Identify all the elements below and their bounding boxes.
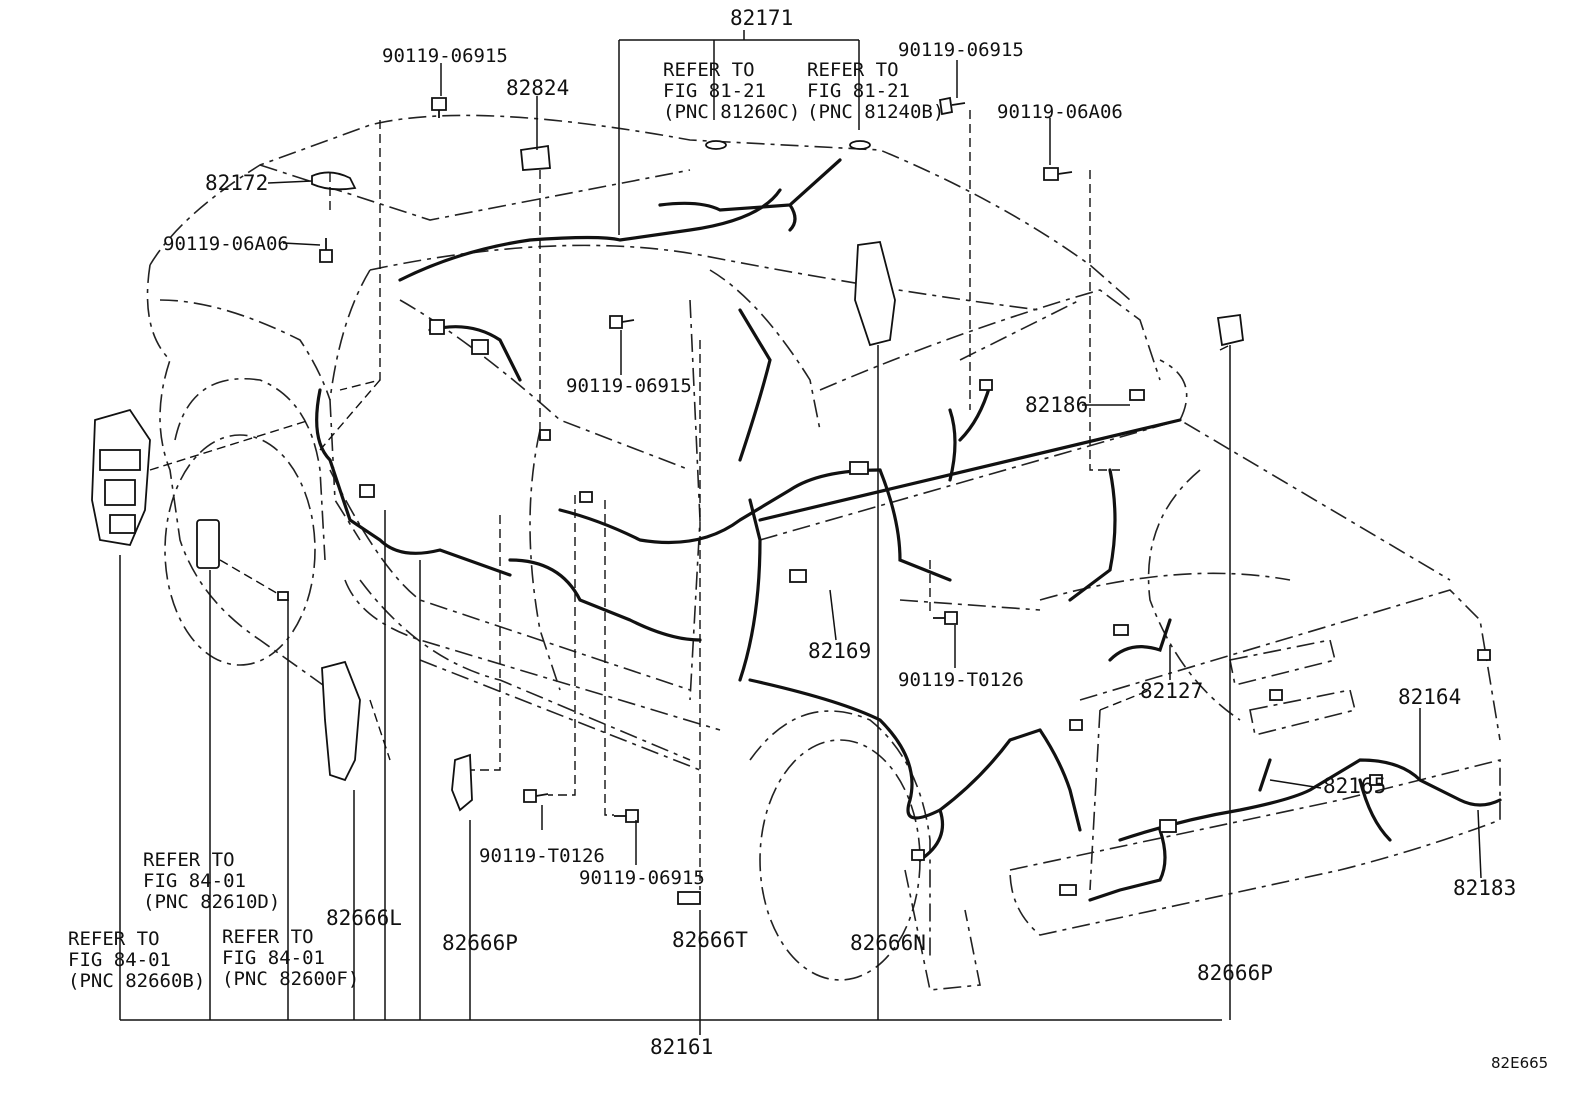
connector-icon <box>1059 884 1077 896</box>
label-82183[interactable]: 82183 <box>1453 876 1516 900</box>
sub-harness-82172-icon[interactable] <box>311 171 357 191</box>
label-82171[interactable]: 82171 <box>730 6 793 30</box>
label-82824[interactable]: 82824 <box>506 76 569 100</box>
small-clip-icon[interactable] <box>277 591 289 601</box>
connector-icon <box>849 461 869 475</box>
diagram-code: 82E665 <box>1491 1054 1548 1072</box>
connector-icon <box>1369 774 1383 786</box>
harness-lines <box>315 158 1502 902</box>
label-82666N[interactable]: 82666N <box>850 931 926 955</box>
bracket-82666L-icon[interactable] <box>321 660 361 782</box>
label-82164[interactable]: 82164 <box>1398 685 1461 709</box>
bolt-icon[interactable] <box>319 238 333 263</box>
ref-82660B-line2: FIG 84-01 <box>68 949 171 971</box>
label-bolt-5[interactable]: 90119-06915 <box>566 375 692 397</box>
ref-81260C-line3: (PNC 81260C) <box>663 101 800 123</box>
connector-82666P-left-icon[interactable] <box>451 753 473 812</box>
label-82165[interactable]: 82165 <box>1323 774 1386 798</box>
label-82666P-left[interactable]: 82666P <box>442 931 518 955</box>
ref-81260C-line1: REFER TO <box>663 59 755 81</box>
bolt-icon[interactable] <box>431 97 447 118</box>
connector-icon <box>429 319 445 335</box>
ref-82660B-line3: (PNC 82660B) <box>68 970 205 992</box>
label-bolt-3[interactable]: 90119-06A06 <box>997 101 1123 123</box>
connector-icon <box>1269 689 1283 701</box>
connector-icon <box>1477 649 1491 661</box>
label-bolt-6[interactable]: 90119-T0126 <box>898 669 1024 691</box>
connector-icon <box>471 339 489 355</box>
bolt-icon[interactable] <box>1043 167 1073 181</box>
ref-81240B-line2: FIG 81-21 <box>807 80 910 102</box>
connector-82824-icon[interactable] <box>520 144 551 171</box>
ref-81240B-line1: REFER TO <box>807 59 899 81</box>
label-bolt-4[interactable]: 90119-06A06 <box>163 233 289 255</box>
ref-82610D-line2: FIG 84-01 <box>143 870 246 892</box>
connector-icon <box>979 379 993 391</box>
relay-block-icon[interactable] <box>196 519 220 569</box>
grommet-81240B-icon <box>849 140 871 150</box>
bracket-82666N-icon[interactable] <box>854 241 896 347</box>
label-82169[interactable]: 82169 <box>808 639 871 663</box>
ref-81260C-line2: FIG 81-21 <box>663 80 766 102</box>
label-bolt-2[interactable]: 90119-06915 <box>898 39 1024 61</box>
grommet-81260C-icon <box>705 140 727 150</box>
ref-82600F-line2: FIG 84-01 <box>222 947 325 969</box>
bolt-icon[interactable] <box>523 789 549 803</box>
connector-icon <box>1159 819 1177 833</box>
label-82127[interactable]: 82127 <box>1140 679 1203 703</box>
connector-icon <box>1129 389 1145 401</box>
connector-icon <box>359 484 375 498</box>
label-82161[interactable]: 82161 <box>650 1035 713 1059</box>
connector-icon <box>789 569 807 583</box>
connector-icon <box>1113 624 1129 636</box>
clip-82666T-icon[interactable] <box>677 891 701 905</box>
connector-icon <box>911 849 925 861</box>
ref-82600F-line3: (PNC 82600F) <box>222 968 359 990</box>
label-bolt-8[interactable]: 90119-06915 <box>579 867 705 889</box>
components <box>91 96 1491 905</box>
ref-82610D-line1: REFER TO <box>143 849 235 871</box>
labels: 82171 90119-06915 90119-06915 90119-06A0… <box>68 6 1548 1072</box>
label-82172[interactable]: 82172 <box>205 171 268 195</box>
ref-82660B-line1: REFER TO <box>68 928 160 950</box>
label-bolt-1[interactable]: 90119-06915 <box>382 45 508 67</box>
label-bolt-7[interactable]: 90119-T0126 <box>479 845 605 867</box>
leader-lines <box>119 30 1482 1035</box>
bolt-icon[interactable] <box>609 315 635 329</box>
label-82666L[interactable]: 82666L <box>326 906 402 930</box>
vehicle-outline <box>146 114 1501 991</box>
label-82186[interactable]: 82186 <box>1025 393 1088 417</box>
connector-82666P-right-icon[interactable] <box>1216 313 1244 347</box>
connector-icon <box>1069 719 1083 731</box>
ref-82610D-line3: (PNC 82610D) <box>143 891 280 913</box>
connector-icon <box>579 491 593 503</box>
ref-81240B-line3: (PNC 81240B) <box>807 101 944 123</box>
label-82666T[interactable]: 82666T <box>672 928 748 952</box>
connector-icon <box>539 429 551 441</box>
bolt-icon[interactable] <box>614 809 639 823</box>
bolt-icon[interactable] <box>938 96 966 116</box>
fuse-bracket-icon[interactable] <box>91 408 151 547</box>
ref-82600F-line1: REFER TO <box>222 926 314 948</box>
bolt-icon[interactable] <box>933 611 958 625</box>
label-82666P-right[interactable]: 82666P <box>1197 961 1273 985</box>
